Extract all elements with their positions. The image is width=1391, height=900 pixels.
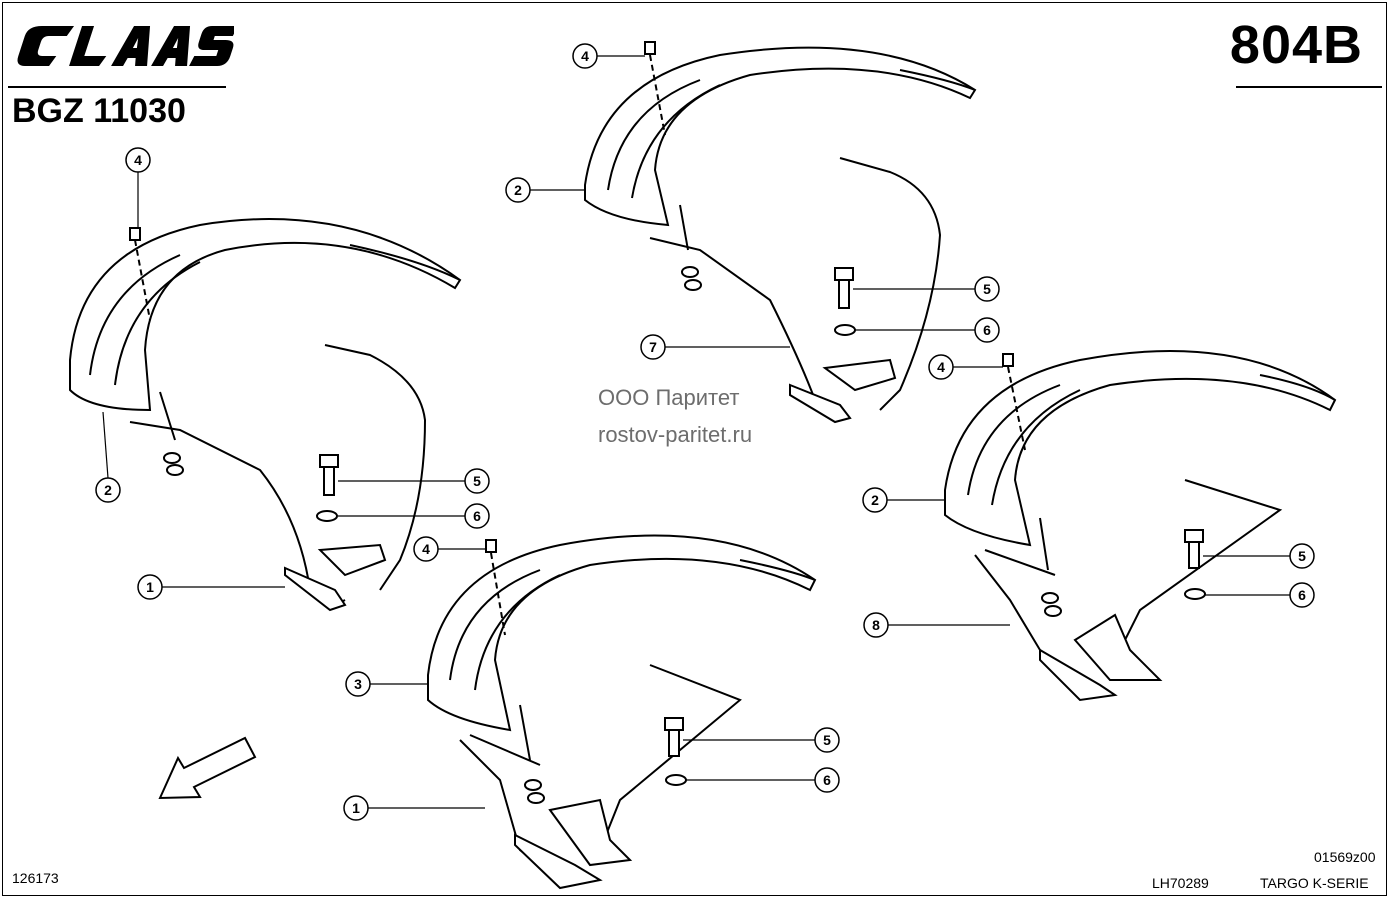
svg-text:1: 1: [146, 579, 154, 595]
svg-text:1: 1: [352, 800, 360, 816]
callouts: 4 2 5 6 1 4 2 5 6 7 4 3 5 6 1 4 2 5 6 8: [95, 43, 1315, 821]
callout-c2a: 4: [572, 43, 598, 69]
callout-c1d: 6: [464, 503, 490, 529]
svg-text:6: 6: [1298, 587, 1306, 603]
callout-c3b: 3: [345, 671, 371, 697]
svg-text:6: 6: [983, 322, 991, 338]
callout-c2b: 2: [505, 177, 531, 203]
header-rule-right: [1236, 86, 1382, 88]
svg-text:6: 6: [473, 508, 481, 524]
callout-c1e: 1: [137, 574, 163, 600]
callout-c4c: 5: [1289, 543, 1315, 569]
callout-c4d: 6: [1289, 582, 1315, 608]
callout-c1c: 5: [464, 468, 490, 494]
direction-arrow: [158, 736, 257, 800]
callout-c2c: 5: [974, 276, 1000, 302]
callout-c3d: 6: [814, 767, 840, 793]
svg-text:6: 6: [823, 772, 831, 788]
callout-c3c: 5: [814, 727, 840, 753]
assembly-2: [530, 41, 977, 424]
svg-text:2: 2: [871, 492, 879, 508]
callout-c3e: 1: [343, 795, 369, 821]
assembly-4: [887, 350, 1337, 702]
callout-c4e: 8: [863, 612, 889, 638]
drawing-number: 126173: [12, 870, 59, 886]
claas-logo: [17, 26, 234, 66]
lh-code: LH70289: [1152, 875, 1209, 891]
reference-code: 01569z00: [1314, 849, 1376, 865]
assembly-3: [368, 534, 817, 890]
svg-text:4: 4: [937, 359, 945, 375]
callout-c4b: 2: [862, 487, 888, 513]
svg-text:5: 5: [983, 281, 991, 297]
svg-text:7: 7: [649, 339, 657, 355]
group-code: BGZ 11030: [12, 92, 186, 130]
header-rule-left: [8, 86, 226, 88]
watermark-company: ООО Паритет: [598, 385, 740, 410]
svg-text:8: 8: [872, 617, 880, 633]
series-label: TARGO K-SERIE: [1260, 875, 1369, 891]
svg-text:2: 2: [104, 482, 112, 498]
svg-text:5: 5: [473, 473, 481, 489]
svg-text:3: 3: [354, 676, 362, 692]
svg-text:4: 4: [422, 541, 430, 557]
assembly-1: [69, 172, 465, 612]
callout-c1a: 4: [125, 147, 151, 173]
page-number: 804B: [1229, 15, 1363, 75]
callout-c2e: 7: [640, 334, 666, 360]
callout-c2d: 6: [974, 317, 1000, 343]
callout-c1b: 2: [95, 477, 121, 503]
svg-text:4: 4: [581, 48, 589, 64]
svg-text:5: 5: [1298, 548, 1306, 564]
svg-text:2: 2: [514, 182, 522, 198]
svg-text:4: 4: [134, 152, 142, 168]
svg-text:5: 5: [823, 732, 831, 748]
watermark-url: rostov-paritet.ru: [598, 422, 753, 447]
callout-c4a: 4: [928, 354, 954, 380]
callout-c3a: 4: [413, 536, 439, 562]
